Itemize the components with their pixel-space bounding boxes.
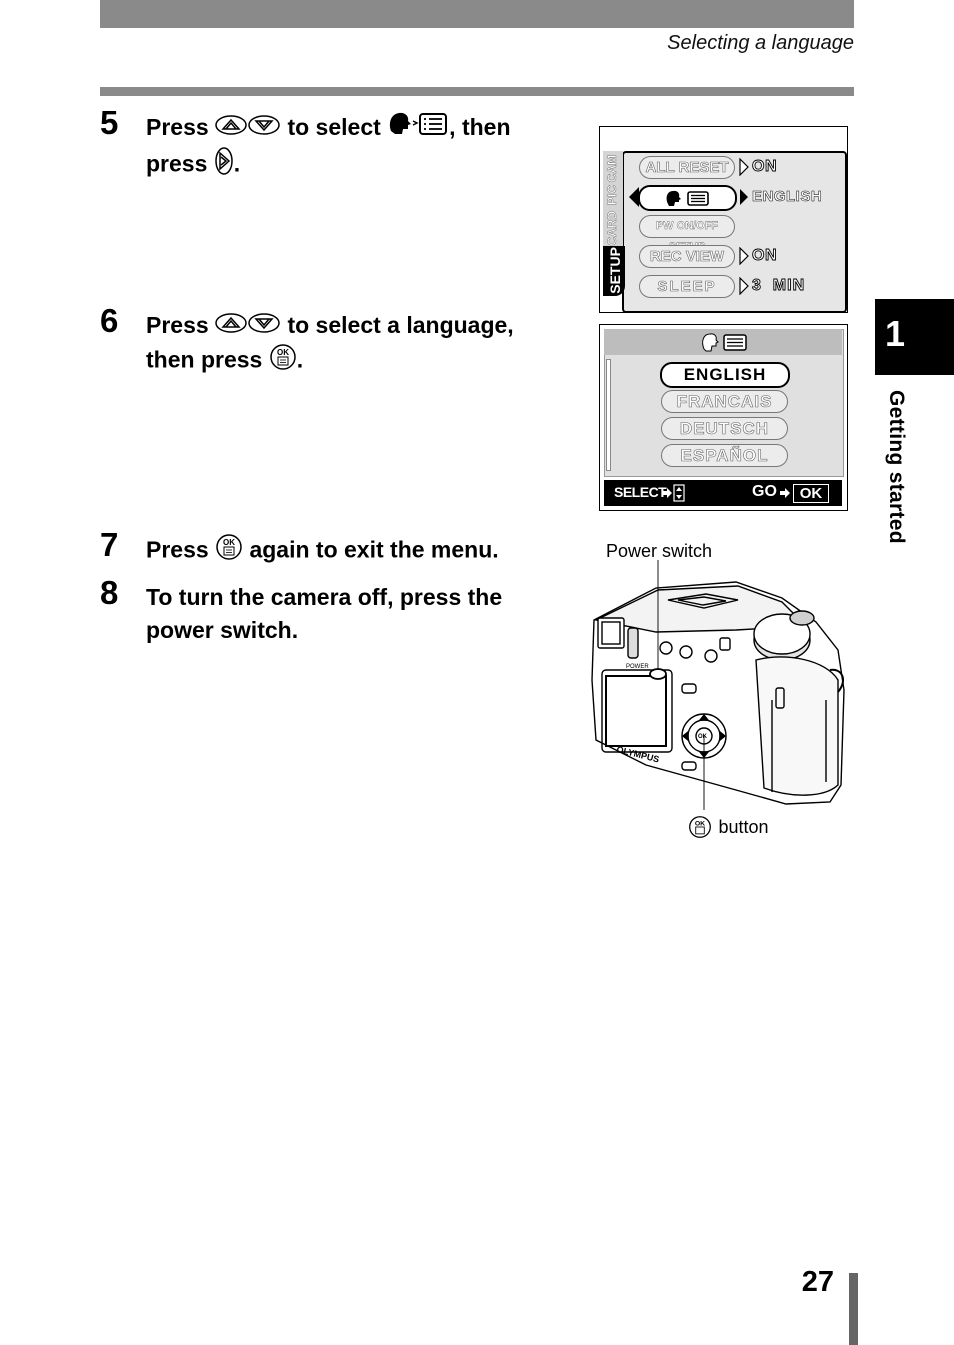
ok-badge: OK	[793, 484, 829, 503]
running-header: Selecting a language	[667, 32, 854, 54]
svg-text:OK: OK	[698, 734, 708, 740]
value-rec-view: ON	[752, 247, 777, 265]
right-arrow-icon	[739, 158, 749, 176]
right-arrow-icon	[740, 189, 748, 205]
power-switch-label: Power switch	[606, 541, 713, 561]
camera-illustration: OLYMPUS POWER OK	[591, 560, 845, 810]
scrollbar[interactable]	[606, 359, 611, 471]
tab-setup: SETUP	[607, 247, 623, 294]
button-label: button	[718, 816, 769, 837]
ok-button-icon: OK	[215, 533, 243, 570]
language-option-francais[interactable]: FRANCAIS	[661, 390, 788, 413]
right-arrow-icon	[739, 247, 749, 265]
language-icon	[387, 111, 449, 146]
selected-left-arrow-icon	[629, 187, 639, 207]
right-arrow-button-icon	[214, 146, 234, 185]
value-sleep: 3 MIN	[752, 277, 806, 295]
value-all-reset: ON	[752, 158, 777, 176]
language-menu-header	[604, 329, 842, 355]
footer-go-label: GO	[752, 483, 777, 500]
camera-power-text: POWER	[626, 664, 649, 670]
chapter-number: 1	[885, 313, 906, 354]
tab-cam: CAM	[605, 155, 620, 183]
value-language: ENGLISH	[752, 188, 823, 206]
up-down-icon	[673, 484, 685, 502]
tab-setup-bg	[603, 246, 625, 296]
language-icon	[666, 190, 709, 206]
language-icon	[702, 333, 747, 352]
right-arrow-icon	[739, 277, 749, 295]
tab-pic: PIC	[605, 185, 620, 206]
menu-item-rec-view[interactable]: REC VIEW	[639, 245, 735, 268]
menu-item-pw-setup[interactable]: PW ON/OFF SETUP	[639, 215, 735, 253]
language-option-deutsch[interactable]: DEUTSCH	[661, 417, 788, 440]
up-down-arrow-icon	[215, 310, 281, 343]
menu-item-language[interactable]	[638, 185, 737, 211]
tab-strip	[603, 151, 623, 246]
language-menu-footer: SELECT GO OK	[604, 480, 842, 506]
language-option-espanol[interactable]: ESPAÑOL	[661, 444, 788, 467]
ok-button-caption: OK button	[688, 815, 769, 839]
step-5-number: 5	[100, 104, 119, 141]
language-menu-screen: ENGLISH FRANCAIS DEUTSCH ESPAÑOL SELECT …	[599, 324, 848, 511]
step-5-text: Press to select , then press .	[146, 111, 566, 185]
ok-button-icon: OK	[269, 343, 297, 380]
svg-text:OK: OK	[223, 538, 235, 547]
chapter-tab: 1	[875, 299, 954, 375]
arrow-right-icon	[662, 488, 672, 498]
header-rule	[100, 87, 854, 96]
language-option-english[interactable]: ENGLISH	[660, 362, 790, 388]
page-number-bar	[849, 1273, 858, 1345]
step-8-text: To turn the camera off, press the power …	[146, 584, 503, 643]
menu-item-sleep[interactable]: SLEEP	[639, 275, 735, 298]
step-8-number: 8	[100, 574, 119, 611]
chapter-label-text: Getting started	[885, 390, 908, 544]
svg-text:OK: OK	[277, 348, 289, 357]
page-number: 27	[801, 1266, 834, 1298]
header-bar	[100, 0, 854, 28]
up-down-arrow-icon	[215, 112, 281, 145]
step-6-text: Press to select a language, then press O…	[146, 309, 566, 380]
svg-text:OK: OK	[695, 820, 705, 827]
step-7-text: Press OK again to exit the menu.	[146, 533, 566, 570]
ok-button-icon: OK	[689, 816, 711, 838]
tab-card: CARD	[605, 211, 620, 246]
arrow-right-icon	[780, 488, 790, 498]
menu-item-all-reset[interactable]: ALL RESET	[639, 156, 735, 179]
footer-select-label: SELECT	[614, 484, 667, 500]
step-7-number: 7	[100, 526, 119, 563]
setup-menu-screen: CAM PIC CARD SETUP ALL RESET PW ON/OFF S…	[599, 126, 848, 313]
step-6-number: 6	[100, 302, 119, 339]
chapter-label: Getting started	[876, 390, 916, 590]
